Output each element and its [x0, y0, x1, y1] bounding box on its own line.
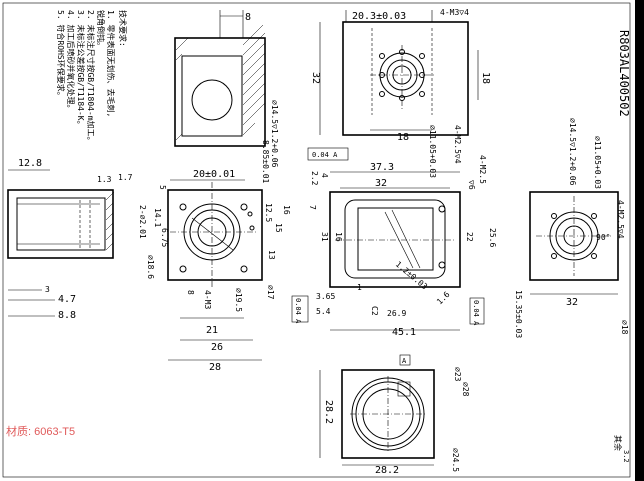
dim-1-6: 1.6 — [435, 290, 452, 307]
dim-37-3: 37.3 — [370, 162, 394, 173]
dim-4-7: 4.7 — [58, 294, 76, 305]
dim-26: 26 — [211, 342, 223, 353]
dim-14-5: ⌀14.5▽1.2+0.06 — [270, 100, 279, 168]
dim-28: 28 — [209, 362, 221, 373]
dim-6-75: 6.75 — [160, 228, 169, 247]
dim-2-2-01: 2-⌀2.01 — [138, 205, 147, 239]
dim-4-m3-b: 4-M3 — [203, 290, 212, 309]
dim-24-5-dia: ⌀24.5 — [451, 448, 460, 472]
dim-16-b: 16 — [334, 232, 343, 242]
section-view-top: 8 ⌀14.5▽1.2+0.06 — [174, 10, 279, 168]
tech-req-item-6: 5. 符合ROHS环保要求。 — [56, 10, 66, 100]
tech-req-item-3: 2. 未标注尺寸按GB/T1804-m加工。 — [86, 10, 96, 145]
dim-18-right-dia: ⌀18 — [620, 320, 629, 335]
tech-requirements: 技术要求: 1. 零件表面无划伤、去毛刺, 锐角倒钝。 2. 未标注尺寸按GB/… — [56, 10, 128, 145]
left-side-view: 12.8 1.3 1.7 3 4.7 8.8 — [7, 158, 133, 321]
dim-11-05: ⌀11.05+0.03 — [428, 125, 437, 178]
dim-14-5-right: ⌀14.5▽1.2+0.06 — [568, 118, 577, 186]
tolerance-frames: 0.04 A 0.04 A 0.04 A — [291, 147, 485, 326]
dim-1-7: 1.7 — [118, 173, 133, 182]
dim-3-65: 3.65 — [316, 292, 335, 301]
sheet-border — [2, 2, 631, 478]
dim-31: 31 — [320, 232, 329, 242]
dim-22: 22 — [465, 232, 474, 242]
bottom-view: A 28.2 28.2 ⌀23 ⌀28 ⌀24.5 — [319, 354, 470, 476]
dim-4-m3: 4-M3▽4 — [440, 8, 469, 17]
dim-2-2: 2.2 — [310, 171, 319, 186]
dim-28-dia: ⌀28 — [461, 382, 470, 397]
dim-18-bottom: 18 — [397, 132, 409, 143]
dim-4-m2-5-b: 4-M2.5 — [478, 155, 487, 184]
dim-4: 4 — [320, 173, 329, 178]
dim-15-35: 15.35±0.03 — [514, 290, 523, 338]
dim-3: 3 — [45, 285, 50, 294]
dim-15: 15 — [274, 223, 283, 233]
dim-17: ⌀17 — [266, 285, 275, 300]
part-number: R803AL400502 — [617, 30, 631, 117]
datum-a: A — [402, 357, 407, 365]
dim-45-1: 45.1 — [392, 327, 416, 338]
dim-18-6: ⌀18.6 — [146, 255, 155, 279]
tech-req-item-1: 1. 零件表面无划伤、去毛刺, — [106, 10, 116, 117]
dim-16: 16 — [282, 205, 291, 215]
top-view: 20.3±0.03 4-M3▽4 32 18 18 ⌀11.05+0.03 4-… — [310, 8, 491, 178]
dim-19-5: ⌀19.5 — [234, 288, 243, 312]
dim-13: 13 — [267, 250, 276, 260]
roughness-value: 3.2 — [622, 450, 630, 463]
roughness-note: 其余 — [613, 435, 623, 451]
dim-28-2-vert: 28.2 — [323, 400, 334, 424]
dim-21: 21 — [206, 325, 218, 336]
dim-20-01: 20±0.01 — [193, 169, 235, 180]
dim-8-b: 8 — [186, 290, 195, 295]
dim-20-3: 20.3±0.03 — [352, 11, 406, 22]
tol-frame-1: 0.04 A — [312, 151, 338, 159]
dim-12-5: 12.5 — [264, 203, 273, 222]
dim-4-m2-5-right: 4-M2.5▽4 — [616, 200, 625, 239]
dim-32-right: 32 — [566, 297, 578, 308]
dim-28-2-horiz: 28.2 — [375, 465, 399, 476]
dim-14-1: 14.1 — [153, 208, 162, 227]
dim-32-h: 32 — [375, 178, 387, 189]
tech-req-item-4: 3. 未标注公差按GB/T1184-K。 — [76, 10, 86, 129]
dim-8-8: 8.8 — [58, 310, 76, 321]
dim-depth-6: ▽6 — [467, 180, 476, 190]
right-side-view: 32 15.35±0.03 ⌀18 ⌀14.5▽1.2+0.06 ⌀11.05+… — [514, 118, 629, 338]
dim-c2: C2 — [370, 306, 379, 316]
dim-1-3: 1.3 — [97, 175, 112, 184]
dim-4-m2-5: 4-M2.5▽4 — [453, 125, 462, 164]
dim-18-right: 18 — [480, 72, 491, 84]
dim-32-vert: 32 — [310, 72, 321, 84]
dim-11-05-right: ⌀11.05+0.03 — [593, 136, 602, 189]
dim-5-4: 5.4 — [316, 307, 331, 316]
tol-frame-3: 0.04 A — [472, 300, 480, 326]
tech-req-item-5: 4. 加工后喷砂并氧化处理。 — [66, 10, 76, 112]
dim-1: 1 — [357, 283, 362, 292]
dim-25-6: 25.6 — [488, 228, 497, 247]
material-label: 材质: 6063-T5 — [6, 426, 76, 438]
dim-8-85: 8.85±0.01 — [261, 140, 270, 184]
main-slot-view: 37.3 32 2.2 4 7 31 16 22 25.6 1.2±0.03 1… — [308, 155, 497, 338]
tech-req-item-2: 锐角倒钝。 — [96, 10, 106, 50]
tech-req-title: 技术要求: — [118, 10, 128, 47]
dim-5: 5 — [158, 185, 167, 190]
dim-7: 7 — [308, 205, 317, 210]
dim-12-8: 12.8 — [18, 158, 42, 169]
dim-90-deg: 90° — [596, 233, 610, 242]
dim-8: 8 — [245, 12, 251, 23]
dim-26-9: 26.9 — [387, 309, 406, 318]
tol-frame-2: 0.04 A — [294, 298, 302, 324]
front-view: 20±0.01 2-⌀2.01 14.1 ⌀18.6 6.75 5 8.85±0… — [138, 140, 291, 373]
dim-23-dia: ⌀23 — [453, 367, 462, 382]
